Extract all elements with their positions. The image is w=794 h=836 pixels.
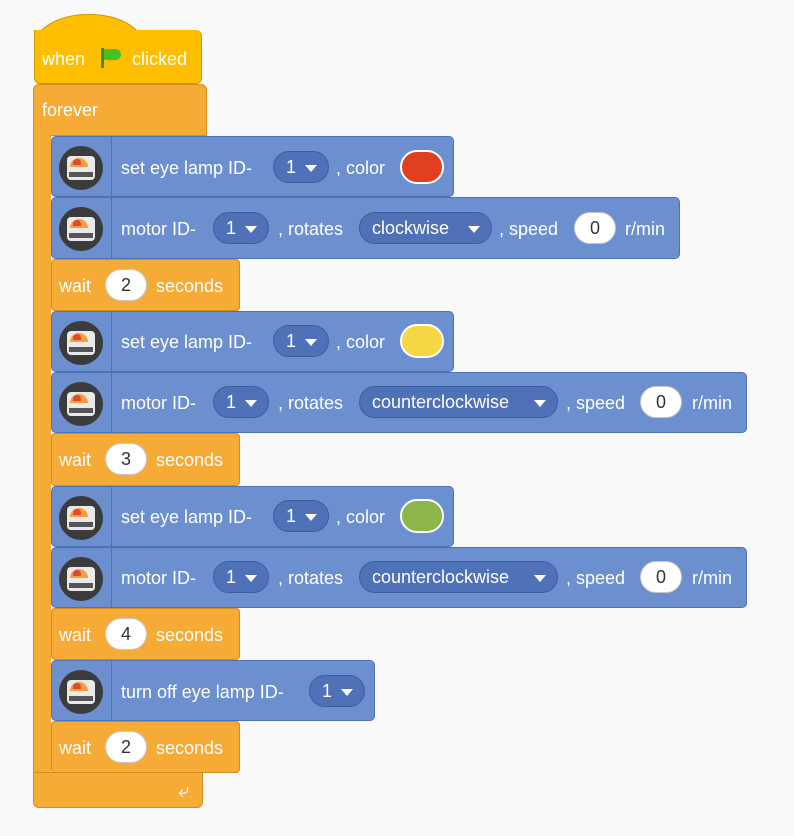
speed-label: , speed [499, 219, 559, 239]
block-divider [111, 311, 112, 372]
wait-label: wait [59, 625, 92, 645]
motor-label: motor ID- [121, 568, 197, 588]
robot-icon [59, 382, 103, 426]
rotates-label: , rotates [278, 393, 344, 413]
caret-down-icon [305, 339, 317, 346]
lamp-id-dropdown[interactable]: 1 [309, 675, 365, 707]
unit-label: r/min [625, 219, 665, 239]
speed-input[interactable]: 0 [574, 212, 616, 244]
lamp-id-value: 1 [286, 506, 297, 526]
seconds-label: seconds [156, 625, 224, 645]
forever-bottom [33, 772, 203, 808]
unit-label: r/min [692, 568, 732, 588]
seconds-label: seconds [156, 450, 224, 470]
direction-value: counterclockwise [372, 567, 510, 587]
block-divider [111, 660, 112, 721]
lamp-id-value: 1 [322, 681, 333, 701]
motor-id-dropdown[interactable]: 1 [213, 212, 269, 244]
rotates-label: , rotates [278, 219, 344, 239]
direction-dropdown[interactable]: clockwise [359, 212, 492, 244]
speed-input[interactable]: 0 [640, 561, 682, 593]
caret-down-icon [245, 575, 257, 582]
caret-down-icon [341, 689, 353, 696]
motor-id-value: 1 [226, 567, 237, 587]
wait-seconds-input[interactable]: 3 [105, 443, 147, 475]
lamp-id-dropdown[interactable]: 1 [273, 500, 329, 532]
caret-down-icon [245, 226, 257, 233]
block-divider [111, 486, 112, 547]
robot-icon [59, 557, 103, 601]
motor-id-dropdown[interactable]: 1 [213, 561, 269, 593]
turn-off-label: turn off eye lamp ID- [121, 682, 284, 702]
robot-icon [59, 146, 103, 190]
robot-icon [59, 496, 103, 540]
forever-label: forever [42, 100, 99, 120]
block-divider [111, 372, 112, 433]
loop-arrow-icon: ⤶ [178, 780, 190, 802]
motor-id-value: 1 [226, 218, 237, 238]
wait-label: wait [59, 450, 92, 470]
speed-label: , speed [566, 568, 626, 588]
set-eye-lamp-block[interactable] [51, 311, 454, 372]
green-flag-icon [101, 48, 123, 68]
wait-label: wait [59, 276, 92, 296]
wait-seconds-input[interactable]: 4 [105, 618, 147, 650]
seconds-label: seconds [156, 738, 224, 758]
lamp-label: set eye lamp ID- [121, 332, 253, 352]
robot-icon [59, 321, 103, 365]
color-swatch[interactable] [400, 499, 444, 533]
caret-down-icon [534, 575, 546, 582]
caret-down-icon [468, 226, 480, 233]
motor-id-dropdown[interactable]: 1 [213, 386, 269, 418]
block-divider [111, 547, 112, 608]
when-label: when [42, 49, 86, 69]
color-label: , color [336, 158, 386, 178]
block-divider [111, 197, 112, 259]
set-eye-lamp-block[interactable] [51, 136, 454, 197]
direction-value: counterclockwise [372, 392, 510, 412]
wait-seconds-input[interactable]: 2 [105, 731, 147, 763]
rotates-label: , rotates [278, 568, 344, 588]
lamp-id-value: 1 [286, 157, 297, 177]
lamp-id-dropdown[interactable]: 1 [273, 325, 329, 357]
clicked-label: clicked [132, 49, 188, 69]
lamp-label: set eye lamp ID- [121, 507, 253, 527]
direction-value: clockwise [372, 218, 450, 238]
motor-id-value: 1 [226, 392, 237, 412]
speed-input[interactable]: 0 [640, 386, 682, 418]
set-eye-lamp-block[interactable] [51, 486, 454, 547]
caret-down-icon [534, 400, 546, 407]
block-divider [111, 136, 112, 197]
direction-dropdown[interactable]: counterclockwise [359, 561, 558, 593]
color-label: , color [336, 332, 386, 352]
direction-dropdown[interactable]: counterclockwise [359, 386, 558, 418]
robot-icon [59, 670, 103, 714]
caret-down-icon [245, 400, 257, 407]
forever-arm [33, 134, 51, 774]
lamp-label: set eye lamp ID- [121, 158, 253, 178]
motor-label: motor ID- [121, 393, 197, 413]
color-label: , color [336, 507, 386, 527]
wait-seconds-input[interactable]: 2 [105, 269, 147, 301]
motor-label: motor ID- [121, 219, 197, 239]
lamp-id-value: 1 [286, 331, 297, 351]
color-swatch[interactable] [400, 150, 444, 184]
forever-block[interactable] [33, 84, 207, 136]
wait-label: wait [59, 738, 92, 758]
speed-label: , speed [566, 393, 626, 413]
unit-label: r/min [692, 393, 732, 413]
caret-down-icon [305, 165, 317, 172]
caret-down-icon [305, 514, 317, 521]
seconds-label: seconds [156, 276, 224, 296]
robot-icon [59, 207, 103, 251]
lamp-id-dropdown[interactable]: 1 [273, 151, 329, 183]
color-swatch[interactable] [400, 324, 444, 358]
